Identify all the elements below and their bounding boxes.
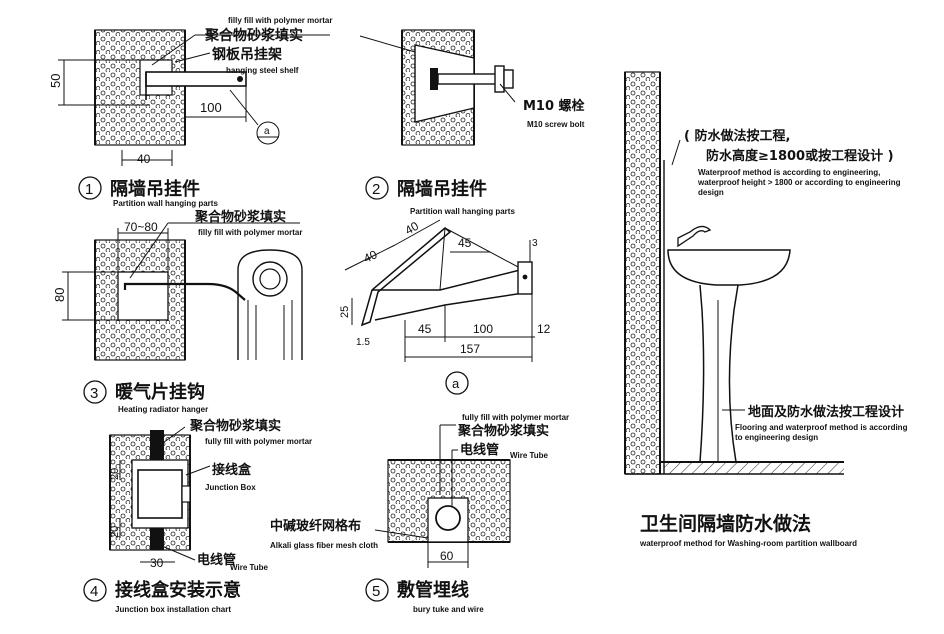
detail-6-subtitle: waterproof method for Washing-room parti… [639,539,857,548]
detail-a-label: a [452,376,460,391]
wire-tube-top [150,430,164,460]
bolt-label-cn: M10 螺栓 [523,98,585,114]
dim-12: 12 [537,322,551,336]
dim-30: 30 [150,556,164,570]
detail-2-number: 2 [372,181,380,198]
detail-6-title: 卫生间隔墙防水做法 [640,512,811,535]
partition-wall [624,71,661,475]
bracket-body [372,267,531,321]
basin-pedestal [699,284,739,463]
dim-45b: 45 [418,322,432,336]
dim-20a: 20 [109,468,121,480]
detail-1-subtitle: Partition wall hanging parts [113,199,218,208]
tube-label-en: Wire Tube [230,563,269,572]
detail-5: fully fill with polymer mortar 聚合物砂浆填实 电… [270,413,569,614]
detail-4-subtitle: Junction box installation chart [115,605,231,614]
detail-5-title: 敷管埋线 [397,579,469,601]
label-shelf-cn: 钢板吊挂架 [212,46,282,63]
label-shelf-en: hanging steel shelf [226,66,299,75]
note1-cn-a: ( 防水做法按工程, [684,128,790,144]
faucet [677,225,712,248]
dim-3: 3 [532,238,538,249]
detail-1: 50 100 40 a filly fill with polymer mort… [48,16,332,208]
wire-tube-bottom [150,528,164,550]
label-mortar-cn: 聚合物砂浆填实 [194,209,286,225]
box-label-en: Junction Box [205,483,256,492]
dim-45a: 45 [458,236,472,250]
note2-en-b: to engineering design [735,433,818,442]
detail-1-number: 1 [85,181,93,198]
detail-4-title: 接线盒安装示意 [115,579,241,601]
dim-60: 60 [440,549,454,563]
dim-20b: 20 [109,526,121,538]
radiator [237,249,303,360]
box-label-cn: 接线盒 [212,462,252,478]
detail-3-subtitle: Heating radiator hanger [118,405,208,414]
detail-5-subtitle: bury tuke and wire [413,605,484,614]
note1-en-b: waterproof height > 1800 or according to… [697,178,901,187]
dim-40a: 40 [361,247,379,265]
bolt-label-en: M10 screw bolt [527,120,585,129]
note1-en-c: design [698,188,724,197]
detail-3-title: 暖气片挂钩 [115,381,205,403]
detail-3: 70~80 80 聚合物砂浆填实 filly fill with polymer… [52,209,303,414]
mesh-label-en: Alkali glass fiber mesh cloth [270,541,378,550]
dim-25: 25 [339,306,351,318]
label-filly-fill: filly fill with polymer mortar [228,16,332,25]
detail-2: M10 螺栓 M10 screw bolt 2 隔墙吊挂件 Partition … [359,29,585,216]
dim-80: 80 [52,288,67,302]
tube-label-cn: 电线管 [460,442,499,458]
label-mortar-cn: 聚合物砂浆填实 [189,418,281,434]
tube-label-cn: 电线管 [197,552,236,568]
detail-5-number: 5 [372,583,380,600]
detail-3-number: 3 [90,385,98,402]
wire-tube [435,505,461,531]
dim-50: 50 [48,74,63,88]
detail-4-number: 4 [90,583,98,600]
label-mortar-en: fully fill with polymer mortar [205,437,312,446]
label-mortar-cn: 聚合物砂浆填实 [457,423,549,439]
mortar-cavity [117,271,169,321]
m10-bolt [437,73,505,85]
dim-70-80: 70~80 [124,220,158,234]
floor-waterproof [664,462,844,474]
note1-en-a: Waterproof method is according to engine… [698,168,880,177]
detail-2-subtitle: Partition wall hanging parts [410,207,515,216]
detail-a: 40 40 45 3 25 1.5 45 100 12 157 a [339,219,551,395]
dim-40: 40 [137,152,151,166]
detail-2-title: 隔墙吊挂件 [397,178,487,200]
note2-cn: 地面及防水做法按工程设计 [748,404,904,420]
note1-cn-b: 防水高度≥1800或按工程设计 ) [706,148,894,164]
bracket-flange [360,227,452,327]
note2-en-a: Flooring and waterproof method is accord… [735,423,908,432]
dim-40b: 40 [403,219,422,238]
detail-1-title: 隔墙吊挂件 [110,178,200,200]
label-mortar-en: filly fill with polymer mortar [198,228,302,237]
dim-100: 100 [473,322,493,336]
label-mortar-cn: 聚合物砂浆填实 [204,27,303,44]
label-fully-fill-en: fully fill with polymer mortar [462,413,569,422]
dim-15: 1.5 [356,337,370,348]
wash-basin [667,249,791,286]
tube-label-en: Wire Tube [510,451,549,460]
detail-4: 20 20 30 聚合物砂浆填实 fully fill with polymer… [83,418,312,614]
ref-a-circle [256,121,280,145]
dim-157: 157 [460,342,480,356]
mesh-label-cn: 中碱玻纤网格布 [270,518,361,534]
dim-100: 100 [200,100,222,115]
ref-a: a [264,126,270,137]
detail-6: ( 防水做法按工程, 防水高度≥1800或按工程设计 ) Waterproof … [624,71,908,548]
